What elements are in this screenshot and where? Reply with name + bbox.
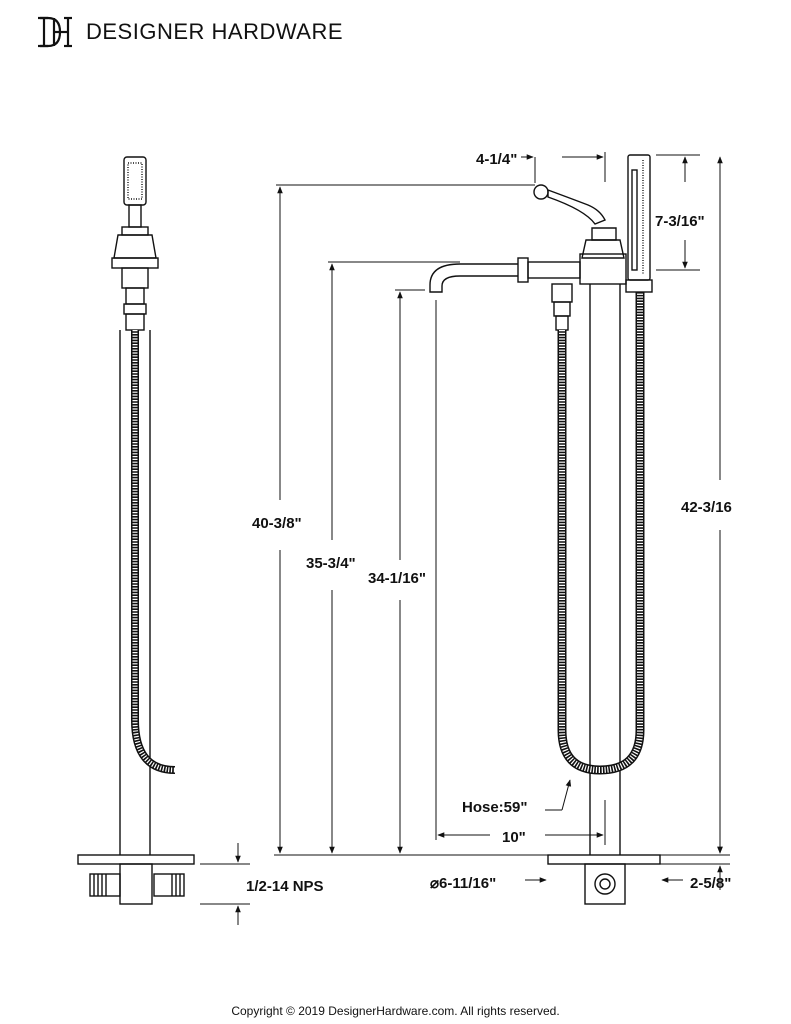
dim-top-offset: 4-1/4" — [476, 151, 517, 168]
dim-outlet-height: 34-1/16" — [368, 570, 426, 587]
left-inlet-fitting — [89, 873, 121, 897]
handle-knob — [533, 184, 549, 200]
inlet-thread-label: 1/2-14 NPS — [246, 878, 324, 895]
side-view-faucet — [77, 156, 195, 905]
handshower-holder — [627, 154, 651, 281]
dh-monogram-logo-icon — [38, 16, 72, 48]
inlet-dimension — [200, 843, 250, 925]
dim-spout-reach: 10" — [502, 829, 526, 846]
right-inlet-fitting — [153, 873, 185, 897]
dim-total-height: 42-3/16 — [681, 499, 732, 516]
dim-overall-spout-height: 40-3/8" — [252, 515, 302, 532]
dim-spout-height: 35-3/4" — [306, 555, 356, 572]
dim-hose-length: Hose:59" — [462, 799, 527, 816]
dimension-lines — [274, 152, 730, 890]
inlet-nut — [594, 873, 616, 895]
side-hose — [131, 330, 176, 774]
base-flange — [547, 854, 661, 865]
dim-base-offset: 2-5/8" — [690, 875, 731, 892]
brand-name: DESIGNER HARDWARE — [86, 19, 344, 44]
dim-base-diameter: ⌀6-11/16" — [430, 875, 496, 892]
side-base-flange — [77, 854, 195, 865]
front-hose — [557, 292, 645, 775]
dim-handshower-height: 7-3/16" — [655, 213, 705, 230]
front-view-faucet — [429, 154, 661, 905]
copyright-footer: Copyright © 2019 DesignerHardware.com. A… — [231, 1004, 560, 1018]
lever-handle — [547, 188, 606, 225]
valve-cap — [581, 239, 625, 259]
brand-header: DESIGNER HARDWARE — [36, 15, 343, 49]
spout-arm — [429, 263, 518, 293]
side-valve-body — [113, 234, 157, 259]
